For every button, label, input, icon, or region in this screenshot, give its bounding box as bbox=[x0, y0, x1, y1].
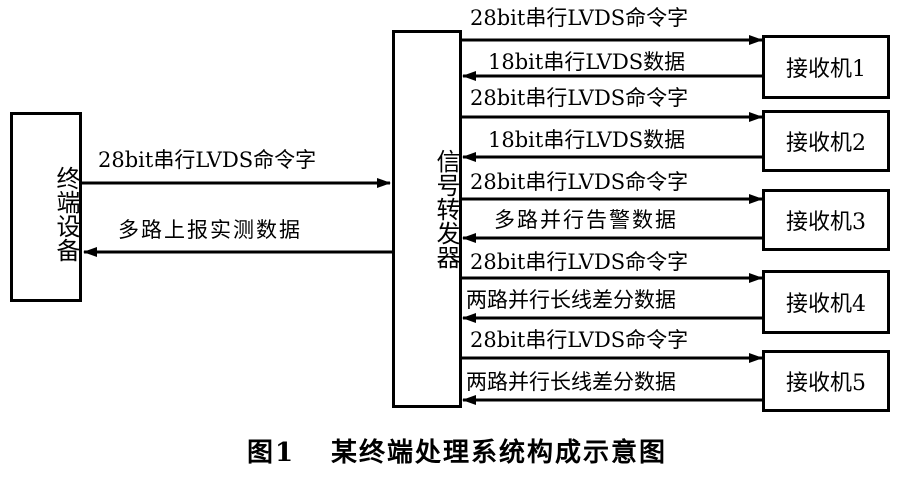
signal-forwarder-box: 信号转发器 bbox=[392, 30, 462, 408]
signal-forwarder-label: 信号转发器 bbox=[432, 149, 460, 269]
rx5-data-label: 两路并行长线差分数据 bbox=[466, 370, 676, 394]
rx1-data-label: 18bit串行LVDS数据 bbox=[488, 50, 686, 74]
receiver-box-1: 接收机1 bbox=[762, 35, 890, 99]
receiver-box-3: 接收机3 bbox=[762, 189, 890, 251]
receiver-box-4: 接收机4 bbox=[762, 270, 890, 334]
receiver-label-4: 接收机4 bbox=[786, 292, 866, 317]
rx5-cmd-label: 28bit串行LVDS命令字 bbox=[470, 328, 689, 352]
rx1-cmd-label: 28bit串行LVDS命令字 bbox=[470, 6, 689, 30]
receiver-box-5: 接收机5 bbox=[762, 350, 890, 412]
figure-number: 图1 bbox=[246, 438, 296, 468]
rx4-cmd-label: 28bit串行LVDS命令字 bbox=[470, 250, 689, 274]
rx3-cmd-label: 28bit串行LVDS命令字 bbox=[470, 170, 689, 194]
terminal-device-box: 终端设备 bbox=[10, 112, 82, 302]
rx2-cmd-label: 28bit串行LVDS命令字 bbox=[470, 86, 689, 110]
figure-caption: 图1 某终端处理系统构成示意图 bbox=[0, 432, 914, 469]
terminal-device-label: 终端设备 bbox=[52, 166, 80, 262]
receiver-label-2: 接收机2 bbox=[786, 131, 866, 156]
receiver-label-5: 接收机5 bbox=[786, 371, 866, 396]
rx4-data-label: 两路并行长线差分数据 bbox=[466, 288, 676, 312]
rx2-data-label: 18bit串行LVDS数据 bbox=[488, 128, 686, 152]
receiver-label-1: 接收机1 bbox=[786, 57, 866, 82]
terminal-command-label: 28bit串行LVDS命令字 bbox=[98, 148, 317, 172]
rx3-data-label: 多路并行告警数据 bbox=[494, 208, 678, 232]
receiver-label-3: 接收机3 bbox=[786, 210, 866, 235]
figure-title: 某终端处理系统构成示意图 bbox=[331, 438, 668, 468]
terminal-report-label: 多路上报实测数据 bbox=[118, 218, 302, 242]
receiver-box-2: 接收机2 bbox=[762, 110, 890, 172]
